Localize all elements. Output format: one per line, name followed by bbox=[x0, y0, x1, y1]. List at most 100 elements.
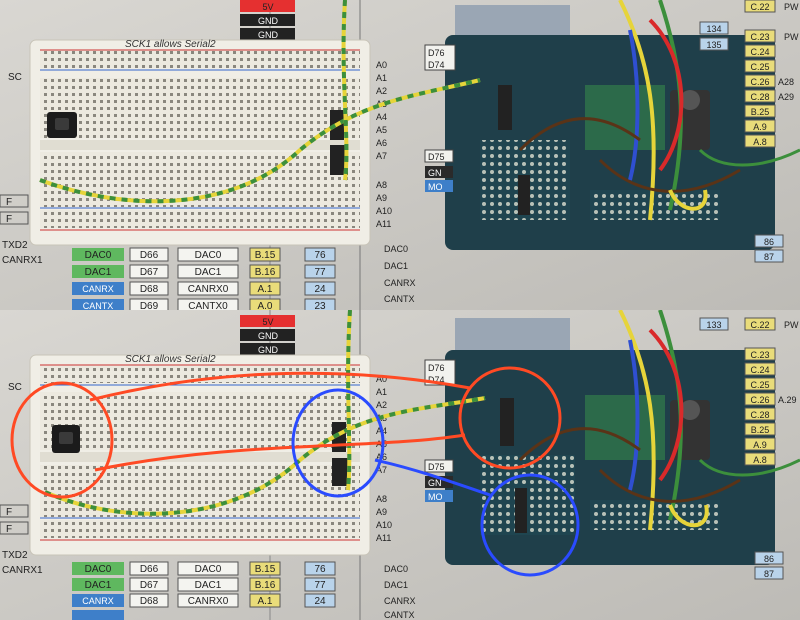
svg-text:A11: A11 bbox=[376, 533, 391, 543]
breadboard-photo-top: 5V GND GND SCK1 allows Serial2 SC bbox=[0, 0, 800, 310]
svg-text:CANRX: CANRX bbox=[384, 596, 416, 606]
svg-text:B.25: B.25 bbox=[751, 425, 770, 435]
row1-c1: DAC1 bbox=[85, 267, 112, 278]
power-5v-label: 5V bbox=[262, 2, 273, 12]
svg-text:PW: PW bbox=[784, 320, 799, 330]
pin-d74: D74 bbox=[428, 60, 445, 70]
svg-text:F: F bbox=[6, 507, 12, 518]
svg-text:A6: A6 bbox=[376, 138, 387, 148]
right-pin-labels: 134 135 C.22 C.23 C.24 C.25 C.26 C.28 B.… bbox=[699, 0, 799, 263]
svg-text:A9: A9 bbox=[376, 507, 387, 517]
left-label-canrx1: CANRX1 bbox=[2, 255, 43, 266]
red-circle-shield bbox=[458, 366, 562, 470]
svg-text:24: 24 bbox=[314, 596, 326, 607]
blue-connector-line bbox=[374, 458, 491, 497]
row0-c2: D66 bbox=[140, 250, 159, 261]
svg-text:A4: A4 bbox=[376, 112, 387, 122]
row2-c4: A.1 bbox=[257, 284, 272, 295]
pin-table-top: DAC0 DAC1 CANRX CANTX D66 D67 D68 D69 DA… bbox=[72, 244, 416, 310]
svg-text:C.22: C.22 bbox=[750, 320, 769, 330]
svg-text:A.9: A.9 bbox=[753, 440, 767, 450]
svg-text:D74: D74 bbox=[428, 375, 445, 385]
left-label-sc: SC bbox=[8, 72, 22, 83]
svg-text:86: 86 bbox=[764, 237, 774, 247]
row2-c2: D68 bbox=[140, 284, 159, 295]
svg-text:F: F bbox=[6, 524, 12, 535]
svg-text:A1: A1 bbox=[376, 387, 387, 397]
svg-text:A.9: A.9 bbox=[753, 122, 767, 132]
red-connector-line bbox=[89, 371, 471, 402]
svg-text:134: 134 bbox=[706, 24, 721, 34]
pin-table-bottom: DAC0 DAC1 CANRX D66 D67 D68 DAC0 DAC1 CA… bbox=[72, 561, 416, 620]
breadboard-photo-bottom: 5V GND GND SCK1 allows Serial2 SC F bbox=[0, 310, 800, 620]
svg-text:C.25: C.25 bbox=[750, 380, 769, 390]
row0-c6: DAC0 bbox=[384, 244, 408, 254]
row0-c1: DAC0 bbox=[85, 250, 112, 261]
power-gnd-label-b1: GND bbox=[258, 331, 279, 341]
svg-text:86: 86 bbox=[764, 554, 774, 564]
right-pin-labels-b: 133 C.22 PW C.23 C.24 C.25 C.26 A.29 C.2… bbox=[699, 317, 799, 580]
svg-text:76: 76 bbox=[314, 564, 326, 575]
svg-text:C.25: C.25 bbox=[750, 62, 769, 72]
pin-gnd: GN bbox=[428, 168, 442, 178]
row1-c6: DAC1 bbox=[384, 261, 408, 271]
annotation-overlay bbox=[10, 366, 580, 577]
row1-c3: DAC1 bbox=[195, 267, 222, 278]
serial-caption-b: SCK1 allows Serial2 bbox=[125, 354, 216, 365]
row0-c4: B.15 bbox=[255, 250, 276, 261]
row1-c2: D67 bbox=[140, 267, 159, 278]
svg-text:PW: PW bbox=[784, 2, 799, 12]
row3-c4: A.0 bbox=[257, 301, 272, 310]
svg-text:C.23: C.23 bbox=[750, 350, 769, 360]
svg-text:D68: D68 bbox=[140, 596, 159, 607]
pin-mosi: MO bbox=[428, 182, 443, 192]
svg-text:A.8: A.8 bbox=[753, 455, 767, 465]
power-gnd-label-b2: GND bbox=[258, 345, 279, 355]
svg-text:A5: A5 bbox=[376, 125, 387, 135]
svg-text:DAC0: DAC0 bbox=[85, 564, 112, 575]
power-gnd-label-1: GND bbox=[258, 16, 279, 26]
svg-text:C.28: C.28 bbox=[750, 92, 769, 102]
svg-text:A8: A8 bbox=[376, 494, 387, 504]
svg-text:D67: D67 bbox=[140, 580, 159, 591]
svg-text:D66: D66 bbox=[140, 564, 159, 575]
svg-text:135: 135 bbox=[706, 40, 721, 50]
svg-text:C.26: C.26 bbox=[750, 395, 769, 405]
row3-c6: CANTX bbox=[384, 294, 415, 304]
row2-c5: 24 bbox=[314, 284, 326, 295]
svg-text:87: 87 bbox=[764, 569, 774, 579]
row0-c5: 76 bbox=[314, 250, 326, 261]
row3-c2: D69 bbox=[140, 301, 159, 310]
row3-c3: CANTX0 bbox=[188, 301, 228, 310]
left-label-f2: F bbox=[6, 214, 12, 225]
svg-text:D75: D75 bbox=[428, 462, 445, 472]
svg-text:A7: A7 bbox=[376, 151, 387, 161]
svg-text:A28: A28 bbox=[778, 77, 794, 87]
svg-text:C.26: C.26 bbox=[750, 77, 769, 87]
left-label-f1: F bbox=[6, 197, 12, 208]
svg-text:C.24: C.24 bbox=[750, 365, 769, 375]
svg-text:A.29: A.29 bbox=[778, 395, 797, 405]
svg-text:B.15: B.15 bbox=[255, 564, 276, 575]
svg-text:DAC1: DAC1 bbox=[85, 580, 112, 591]
blue-circle-shield bbox=[480, 473, 580, 577]
svg-text:PW: PW bbox=[784, 32, 799, 42]
svg-text:A0: A0 bbox=[376, 60, 387, 70]
row3-c5: 23 bbox=[314, 301, 326, 310]
svg-text:B.25: B.25 bbox=[751, 107, 770, 117]
pin-d76: D76 bbox=[428, 48, 445, 58]
svg-text:DAC1: DAC1 bbox=[384, 580, 408, 590]
row1-c4: B.16 bbox=[255, 267, 276, 278]
svg-text:A2: A2 bbox=[376, 86, 387, 96]
svg-text:A29: A29 bbox=[778, 92, 794, 102]
pin-d75: D75 bbox=[428, 152, 445, 162]
row2-c3: CANRX0 bbox=[188, 284, 229, 295]
row0-c3: DAC0 bbox=[195, 250, 222, 261]
svg-text:A0: A0 bbox=[376, 374, 387, 384]
power-gnd-label-2: GND bbox=[258, 30, 279, 40]
svg-text:DAC0: DAC0 bbox=[195, 564, 222, 575]
svg-text:A1: A1 bbox=[376, 73, 387, 83]
svg-text:A10: A10 bbox=[376, 520, 392, 530]
svg-text:C.28: C.28 bbox=[750, 410, 769, 420]
